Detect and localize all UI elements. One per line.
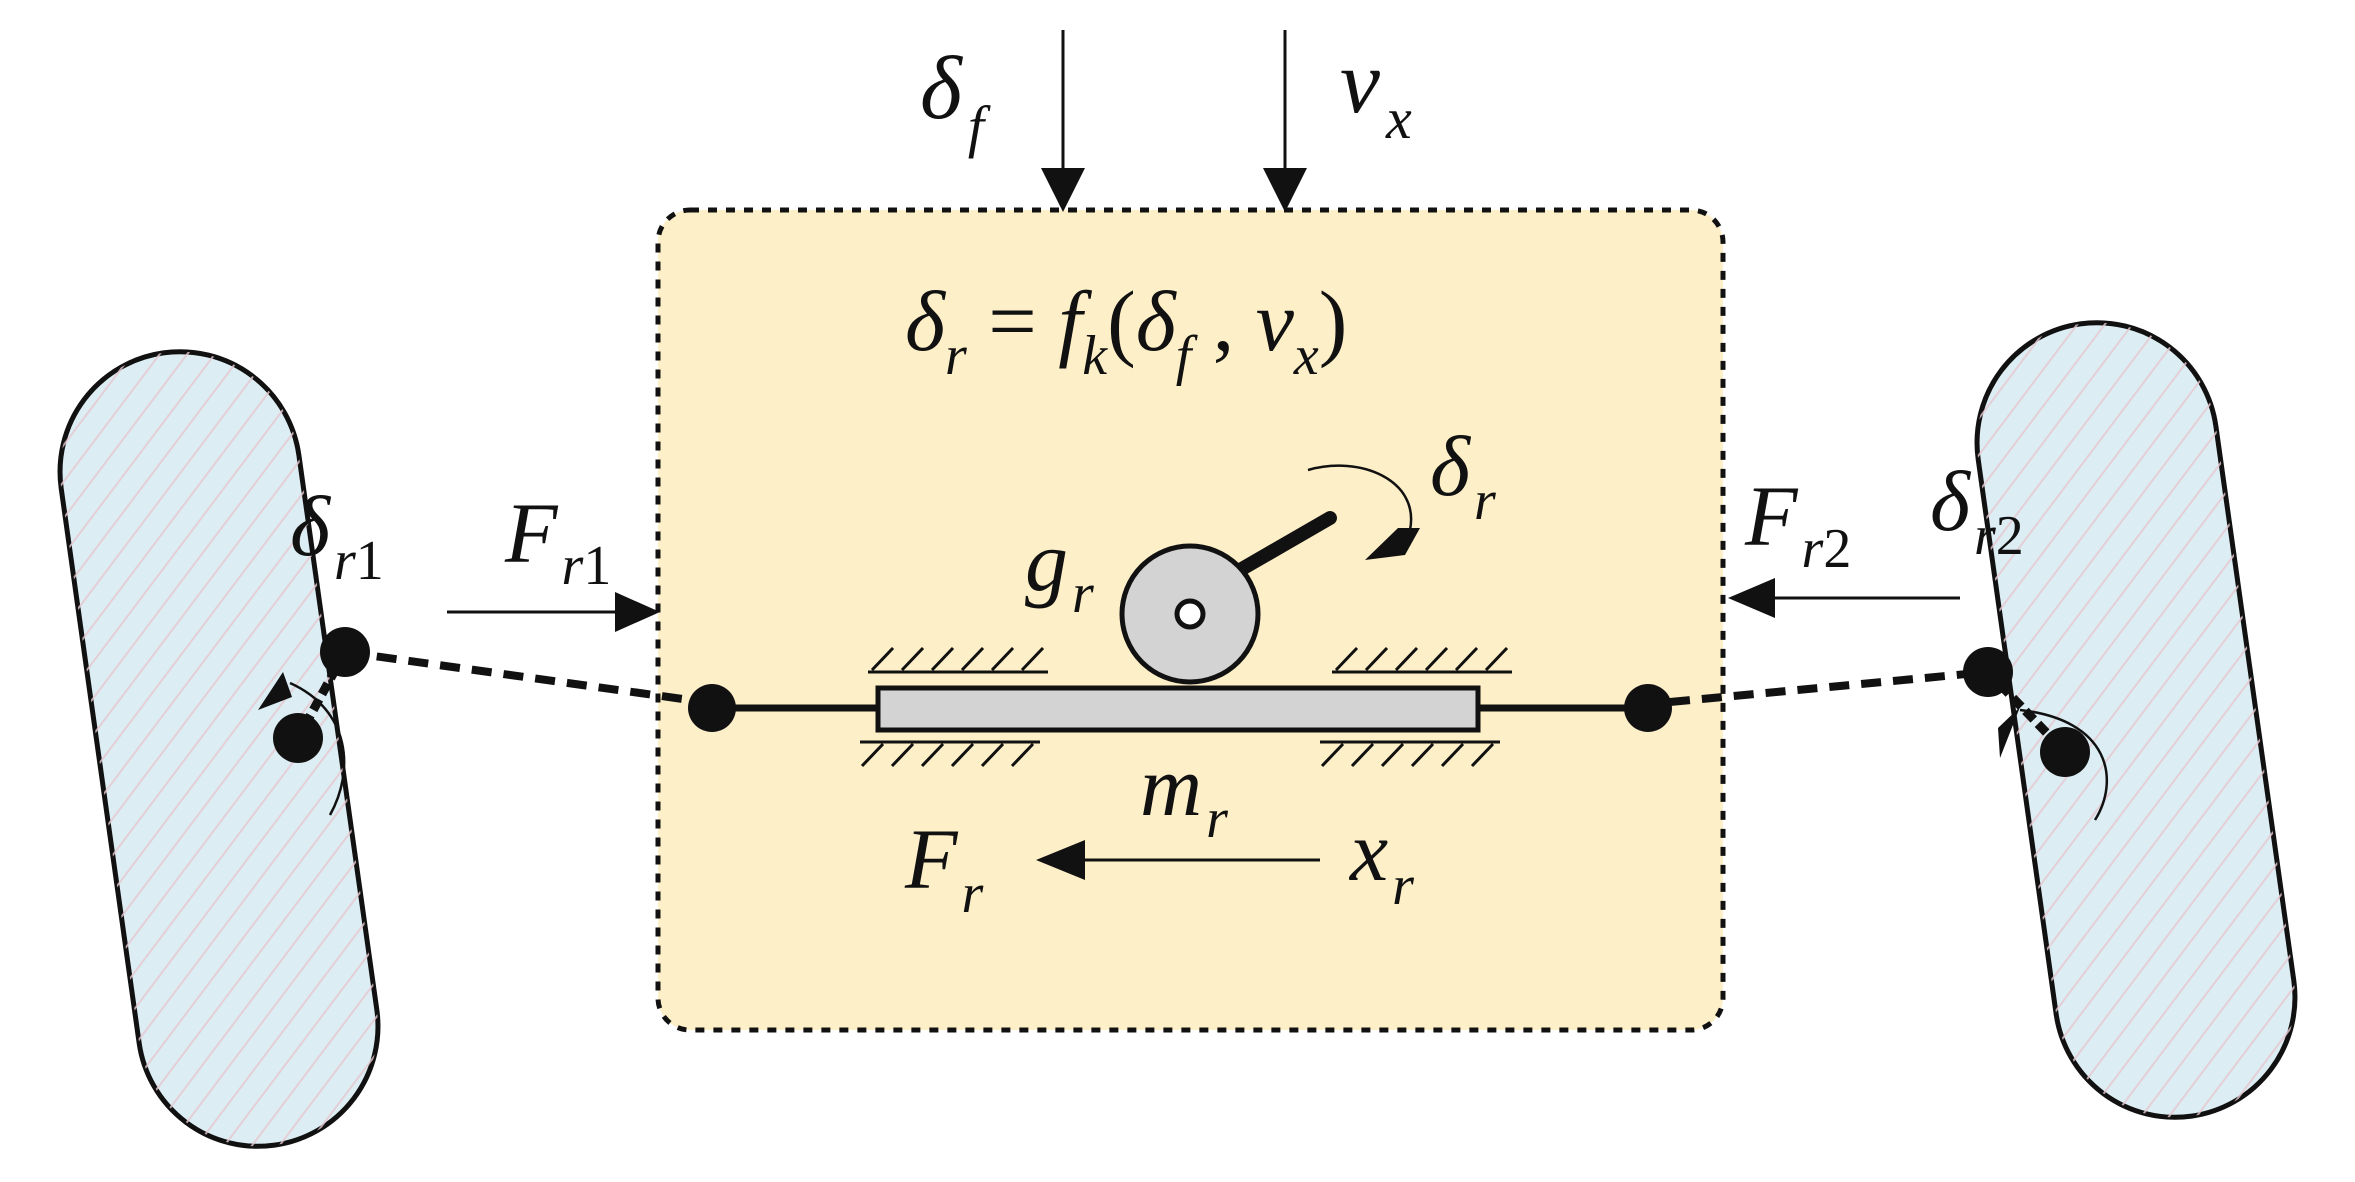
pinion-angle-label: δr xyxy=(1430,418,1496,532)
f-r1-label: Fr1 xyxy=(504,485,611,597)
rack-force-label: Fr xyxy=(904,811,984,925)
pinion-gear xyxy=(1119,511,1337,685)
ground-hatching-bottom-right xyxy=(1320,740,1500,768)
left-wheel xyxy=(57,349,381,1149)
f-r1-arrow xyxy=(447,592,660,632)
rack-displacement-label: xr xyxy=(1348,803,1414,917)
ground-hatching-top-left xyxy=(868,646,1048,674)
pinion-gear-label: gr xyxy=(1025,513,1094,625)
f-r2-label: Fr2 xyxy=(1744,468,1851,580)
left-kingpin xyxy=(273,713,323,763)
pinion-rotation-arrow xyxy=(1307,464,1420,560)
left-inner-joint xyxy=(688,684,736,732)
delta-r1-label: δr1 xyxy=(290,478,384,592)
left-tie-rod xyxy=(344,648,691,704)
right-inner-joint xyxy=(1624,684,1672,732)
left-wheel-rotation-arrow xyxy=(258,672,346,816)
f-r-arrow xyxy=(1036,840,1320,880)
ground-hatching-bottom-left xyxy=(860,740,1040,768)
right-tie-rod xyxy=(1669,668,1989,706)
rack-mass-label: mr xyxy=(1140,738,1228,850)
f-r2-arrow xyxy=(1728,578,1960,618)
ground-hatching-top-right xyxy=(1332,646,1512,674)
right-wheel xyxy=(1974,320,2298,1120)
delta-f-input-arrow xyxy=(1041,30,1085,212)
right-wheel-rotation-arrow xyxy=(1998,707,2108,821)
right-kingpin xyxy=(2040,727,2090,777)
v-x-input-arrow xyxy=(1263,30,1307,212)
rack xyxy=(875,685,1481,733)
delta-r2-label: δr2 xyxy=(1930,453,2024,567)
